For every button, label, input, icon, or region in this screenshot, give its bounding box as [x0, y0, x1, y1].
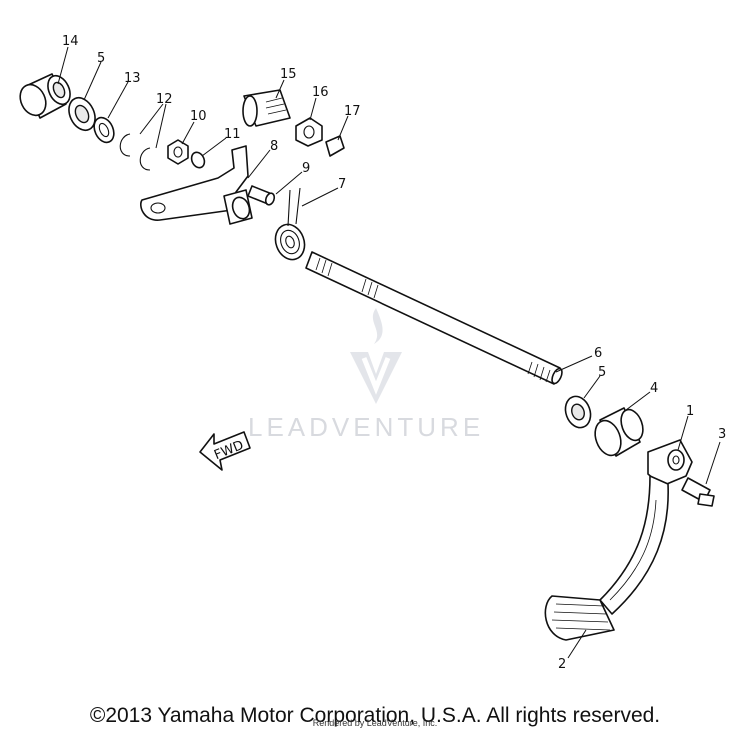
label-part-2: 2	[558, 657, 566, 672]
label-part-15: 15	[280, 67, 297, 82]
copyright-notice: ©2013 Yamaha Motor Corporation, U.S.A. A…	[89, 704, 661, 727]
leadventure-watermark-text: LEADVENTURE	[248, 412, 485, 442]
part-5-oil-seal-lower	[564, 395, 592, 429]
part-1-shift-pedal	[599, 439, 693, 615]
shift-pedal-exploded-diagram: FWD 14 5 13 12 10 11 8 9 7 15 16 17	[19, 34, 726, 672]
part-2-pedal-rubber	[544, 595, 615, 641]
fwd-arrow-icon: FWD	[199, 431, 251, 471]
part-8-shift-arm	[140, 145, 253, 225]
rendered-by-notice: Rendered by LeadVenture, Inc.	[312, 718, 438, 728]
part-14-collar	[19, 73, 71, 119]
part-5-oil-seal-upper	[68, 96, 96, 132]
label-part-5-lower: 5	[598, 365, 606, 380]
part-16-nut	[295, 117, 323, 147]
leadventure-watermark-logo	[350, 308, 402, 404]
label-part-3: 3	[718, 427, 726, 442]
part-9-bolt	[247, 185, 276, 206]
part-12-circlips	[119, 133, 151, 171]
label-part-5-upper: 5	[97, 51, 105, 66]
label-part-1: 1	[686, 404, 694, 419]
label-part-12: 12	[156, 92, 173, 107]
label-part-8: 8	[270, 139, 278, 154]
part-4-rubber-boot	[594, 407, 644, 457]
label-part-9: 9	[302, 161, 310, 176]
part-10-nut	[167, 139, 189, 165]
label-part-7: 7	[338, 177, 346, 192]
label-part-6: 6	[594, 346, 602, 361]
label-part-14: 14	[62, 34, 79, 49]
label-part-11: 11	[224, 127, 241, 142]
part-17-lock-washer	[325, 135, 345, 157]
fwd-arrow-label: FWD	[212, 438, 246, 463]
label-part-17: 17	[344, 104, 361, 119]
label-part-4: 4	[650, 381, 658, 396]
part-11-washer	[190, 151, 206, 169]
part-3-bolt	[681, 477, 715, 507]
part-number-labels: 14 5 13 12 10 11 8 9 7 15 16 17 6 5 4 1 …	[62, 34, 726, 672]
part-7-return-spring	[274, 187, 306, 261]
part-15-pivot-pin	[242, 89, 291, 127]
part-13-washer	[93, 116, 115, 144]
part-6-shift-shaft	[305, 251, 563, 385]
label-part-10: 10	[190, 109, 207, 124]
label-part-16: 16	[312, 85, 329, 100]
callout-lines	[57, 46, 721, 659]
label-part-13: 13	[124, 71, 141, 86]
